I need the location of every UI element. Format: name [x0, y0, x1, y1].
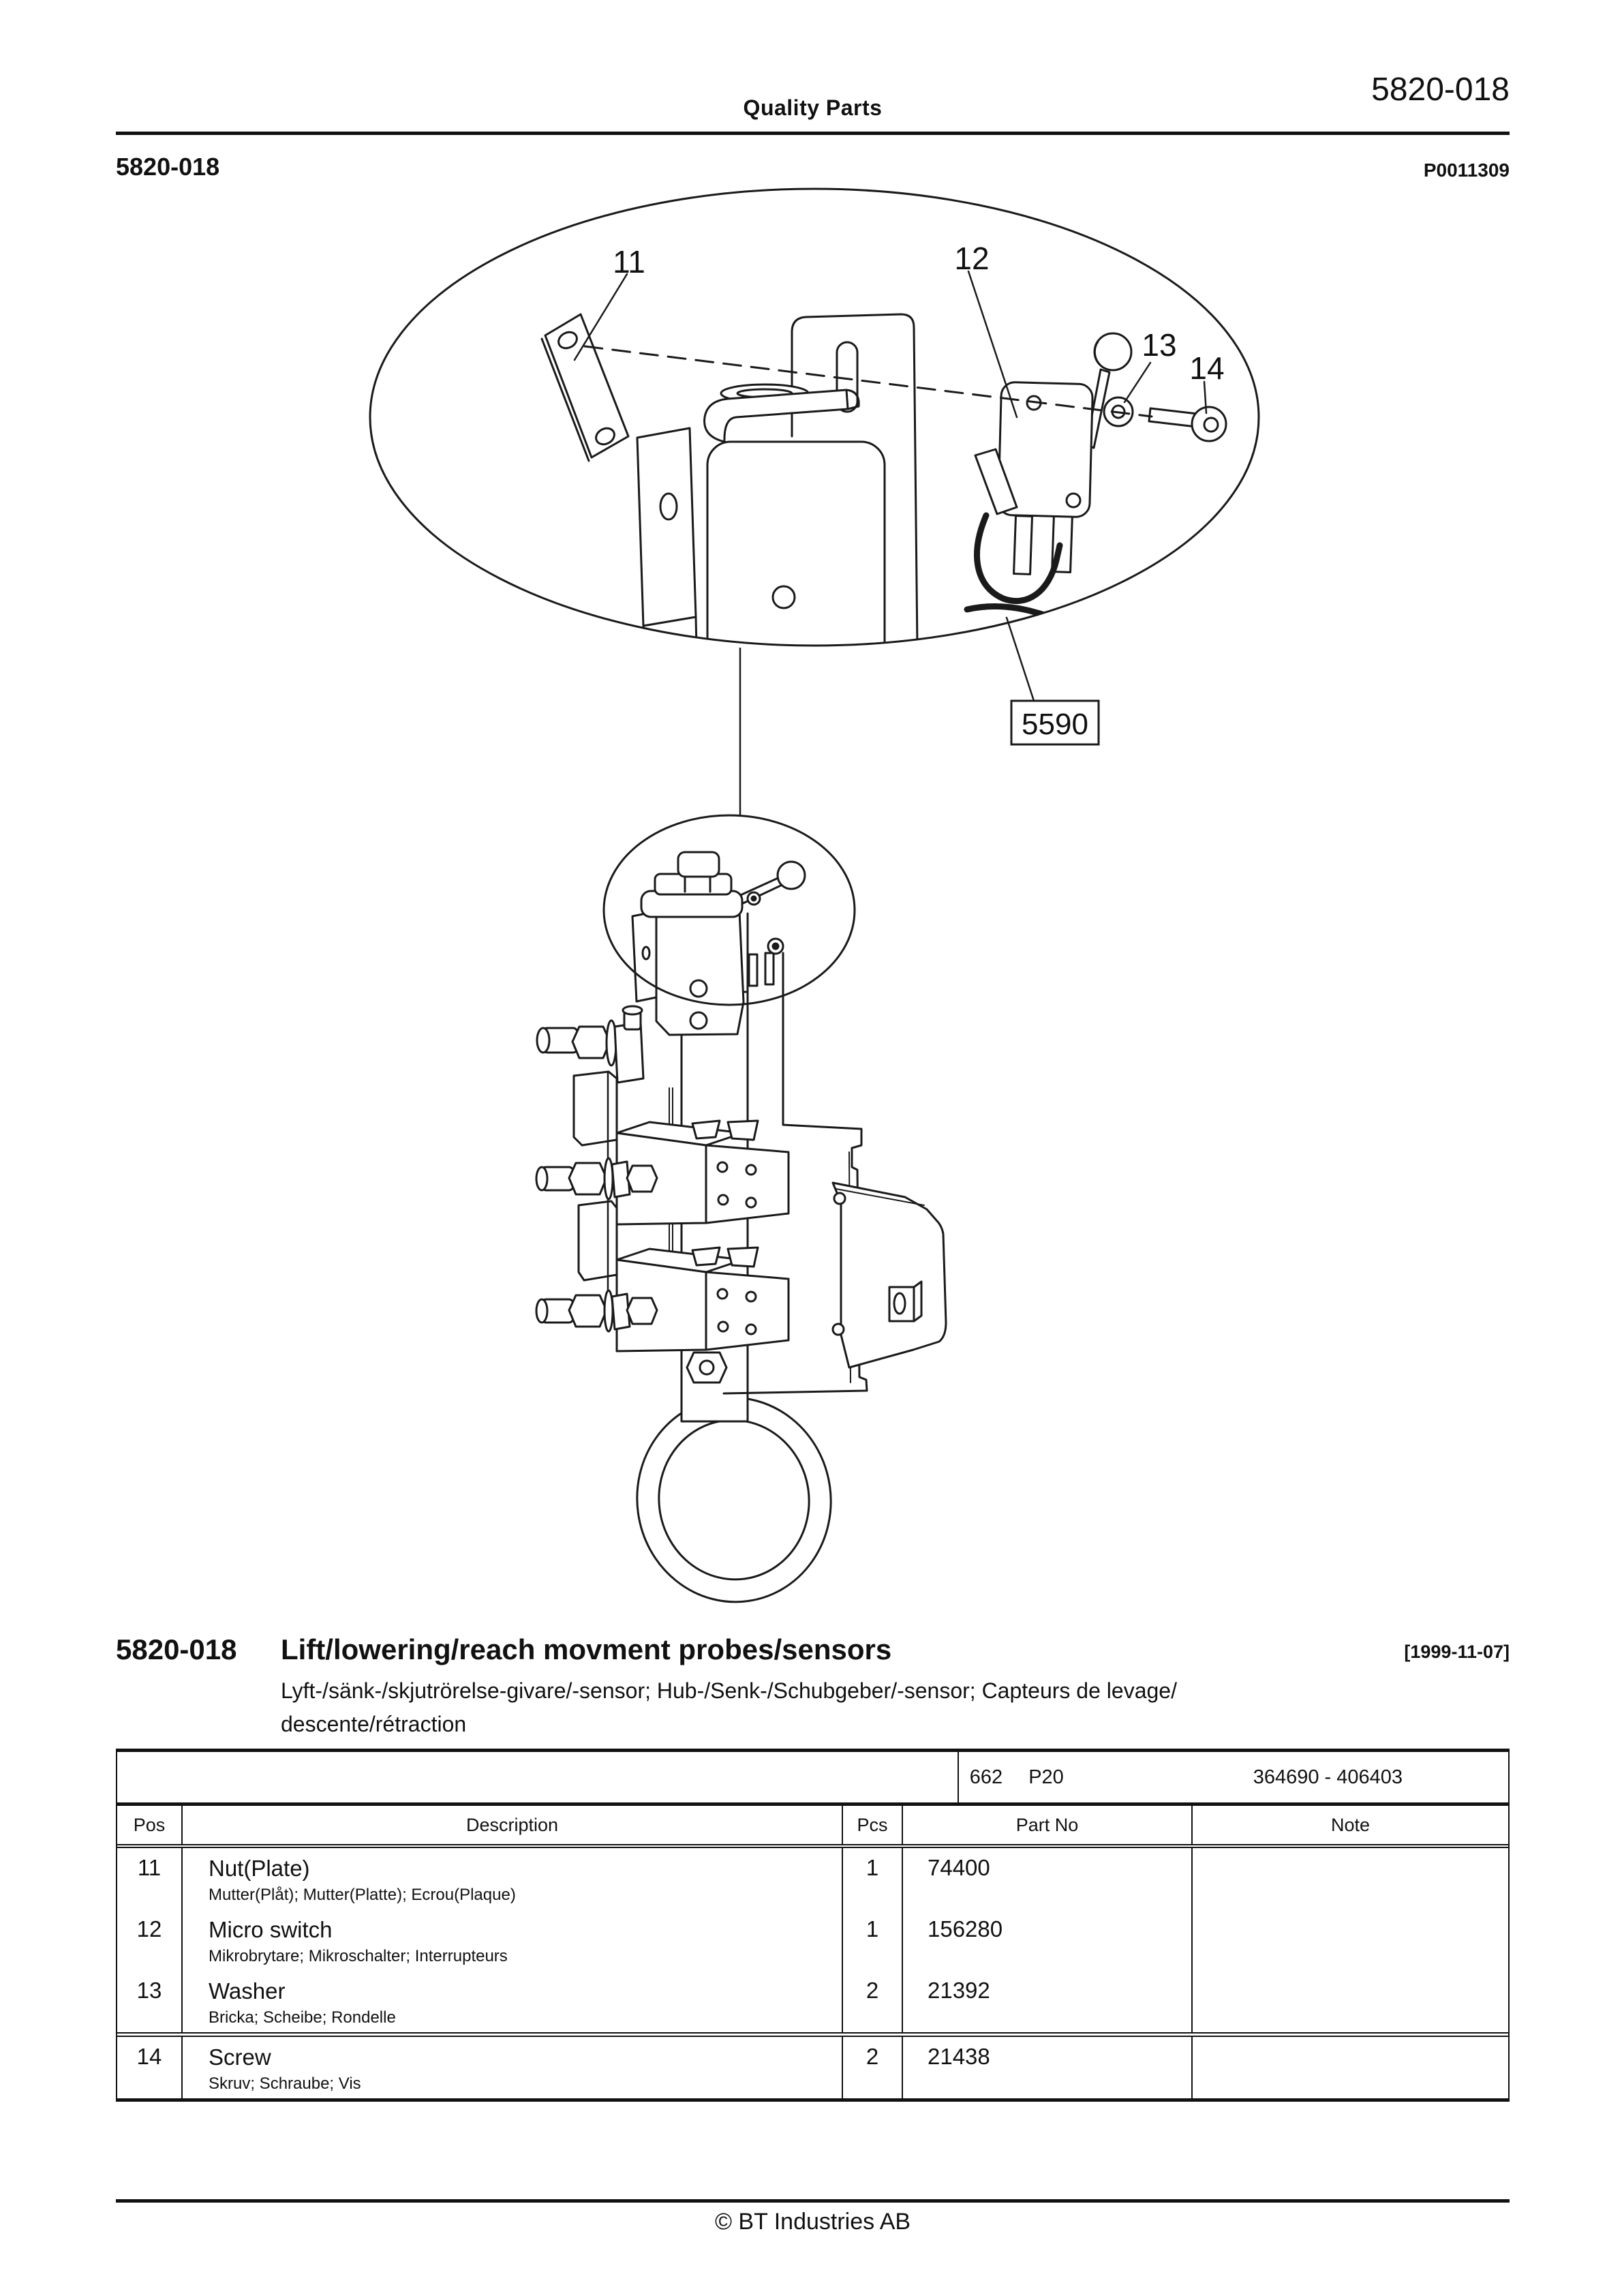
cell-note — [1193, 1909, 1508, 1971]
valve-block-1-drawing — [615, 1119, 790, 1226]
col-header-description: Description — [183, 1806, 843, 1844]
header-section-code: 5820-018 — [116, 153, 220, 181]
cell-part-no: 74400 — [903, 1848, 1193, 1909]
table-meta-row: 662 P20 364690 - 406403 — [117, 1752, 1508, 1806]
table-meta-blank-cell — [117, 1752, 959, 1802]
section-date: [1999-11-07] — [1404, 1642, 1510, 1662]
cell-description: Washer Bricka; Scheibe; Rondelle — [183, 1971, 843, 2032]
section-subtitle: Lyft-/sänk-/skjutrörelse-givare/-sensor;… — [281, 1674, 1439, 1741]
callout-leader-lines — [573, 270, 1208, 702]
footer-rule — [116, 2199, 1510, 2203]
description-main: Micro switch — [209, 1917, 333, 1942]
micro-switch-drawing — [964, 332, 1133, 618]
description-main: Nut(Plate) — [209, 1856, 310, 1881]
callout-13: 13 — [1142, 327, 1176, 363]
footer-copyright: © BT Industries AB — [714, 2209, 911, 2235]
description-main: Washer — [209, 1978, 286, 2004]
table-header-row: Pos Description Pcs Part No Note — [117, 1806, 1508, 1848]
nut-plate-drawing — [540, 313, 630, 462]
table-row: 14 Screw Skruv; Schraube; Vis 2 21438 — [117, 2032, 1508, 2098]
callout-14: 14 — [1189, 350, 1224, 386]
bolt-assembly-1 — [536, 1005, 645, 1084]
cell-pcs: 2 — [843, 2037, 903, 2098]
top-exploded-view — [369, 187, 1260, 702]
detail-bubble-switch — [631, 851, 806, 1036]
cell-note — [1193, 2037, 1508, 2098]
ref-box-label: 5590 — [1022, 708, 1088, 741]
model-code: 662 — [969, 1766, 1003, 1788]
cell-pcs: 2 — [843, 1971, 903, 2032]
header-center-title: Quality Parts — [743, 95, 883, 120]
cell-note — [1193, 1971, 1508, 2032]
table-row: 12 Micro switch Mikrobrytare; Mikroschal… — [117, 1909, 1508, 1971]
table-row: 13 Washer Bricka; Scheibe; Rondelle 2 21… — [117, 1971, 1508, 2032]
header-rule — [116, 132, 1510, 135]
col-header-note: Note — [1330, 1814, 1371, 1835]
serial-range: 364690 - 406403 — [1253, 1766, 1403, 1788]
cell-pcs: 1 — [843, 1848, 903, 1909]
col-header-pcs: Pcs — [843, 1806, 903, 1844]
cell-pcs: 1 — [843, 1909, 903, 1971]
cell-description: Screw Skruv; Schraube; Vis — [183, 2037, 843, 2098]
table-row: 11 Nut(Plate) Mutter(Plåt); Mutter(Platt… — [117, 1848, 1508, 1909]
top-detail-ellipse — [369, 187, 1260, 647]
assembly-axis-dashed-line — [583, 345, 1153, 418]
cell-pos: 11 — [117, 1848, 183, 1909]
callout-12: 12 — [954, 241, 989, 276]
cell-description: Nut(Plate) Mutter(Plåt); Mutter(Platte);… — [183, 1848, 843, 1909]
ring-drawing — [636, 1396, 832, 1603]
bolt-assembly-3 — [535, 1289, 658, 1333]
description-alt: Bricka; Scheibe; Rondelle — [209, 2008, 396, 2027]
cell-description: Micro switch Mikrobrytare; Mikroschalter… — [183, 1909, 843, 1971]
bottom-detail-ellipse — [602, 814, 856, 1006]
screw-drawing — [1148, 406, 1227, 442]
cell-part-no: 21438 — [903, 2037, 1193, 2098]
section-title: Lift/lowering/reach movment probes/senso… — [281, 1633, 892, 1665]
section-code: 5820-018 — [116, 1633, 237, 1665]
mounting-plate-drawing — [831, 1181, 947, 1369]
cell-part-no: 21392 — [903, 1971, 1193, 2032]
cell-pos: 12 — [117, 1909, 183, 1971]
description-main: Screw — [209, 2044, 271, 2070]
table-meta-cell: 662 P20 364690 - 406403 — [959, 1752, 1508, 1802]
model-type: P20 — [1028, 1766, 1064, 1788]
description-alt: Skruv; Schraube; Vis — [209, 2074, 361, 2093]
ref-box-5590: 5590 — [1010, 699, 1100, 746]
cell-part-no: 156280 — [903, 1909, 1193, 1971]
cell-note — [1193, 1848, 1508, 1909]
header-page-code: 5820-018 — [1371, 72, 1510, 108]
assembly-drawing — [535, 814, 947, 1603]
bolt-assembly-2 — [535, 1157, 658, 1200]
description-alt: Mikrobrytare; Mikroschalter; Interrupteu… — [209, 1947, 508, 1965]
description-alt: Mutter(Plåt); Mutter(Platte); Ecrou(Plaq… — [209, 1886, 516, 1904]
col-header-part-no: Part No — [903, 1806, 1193, 1844]
parts-table: 662 P20 364690 - 406403 Pos Description … — [116, 1749, 1510, 2102]
header-doc-number: P0011309 — [1423, 160, 1510, 181]
cell-pos: 14 — [117, 2037, 183, 2098]
col-header-pos: Pos — [117, 1806, 183, 1844]
subtitle-line-1: Lyft-/sänk-/skjutrörelse-givare/-sensor;… — [281, 1678, 1177, 1703]
subtitle-line-2: descente/rétraction — [281, 1712, 467, 1736]
cell-pos: 13 — [117, 1971, 183, 2032]
bracket-drawing — [636, 313, 919, 646]
callout-11: 11 — [613, 244, 645, 280]
